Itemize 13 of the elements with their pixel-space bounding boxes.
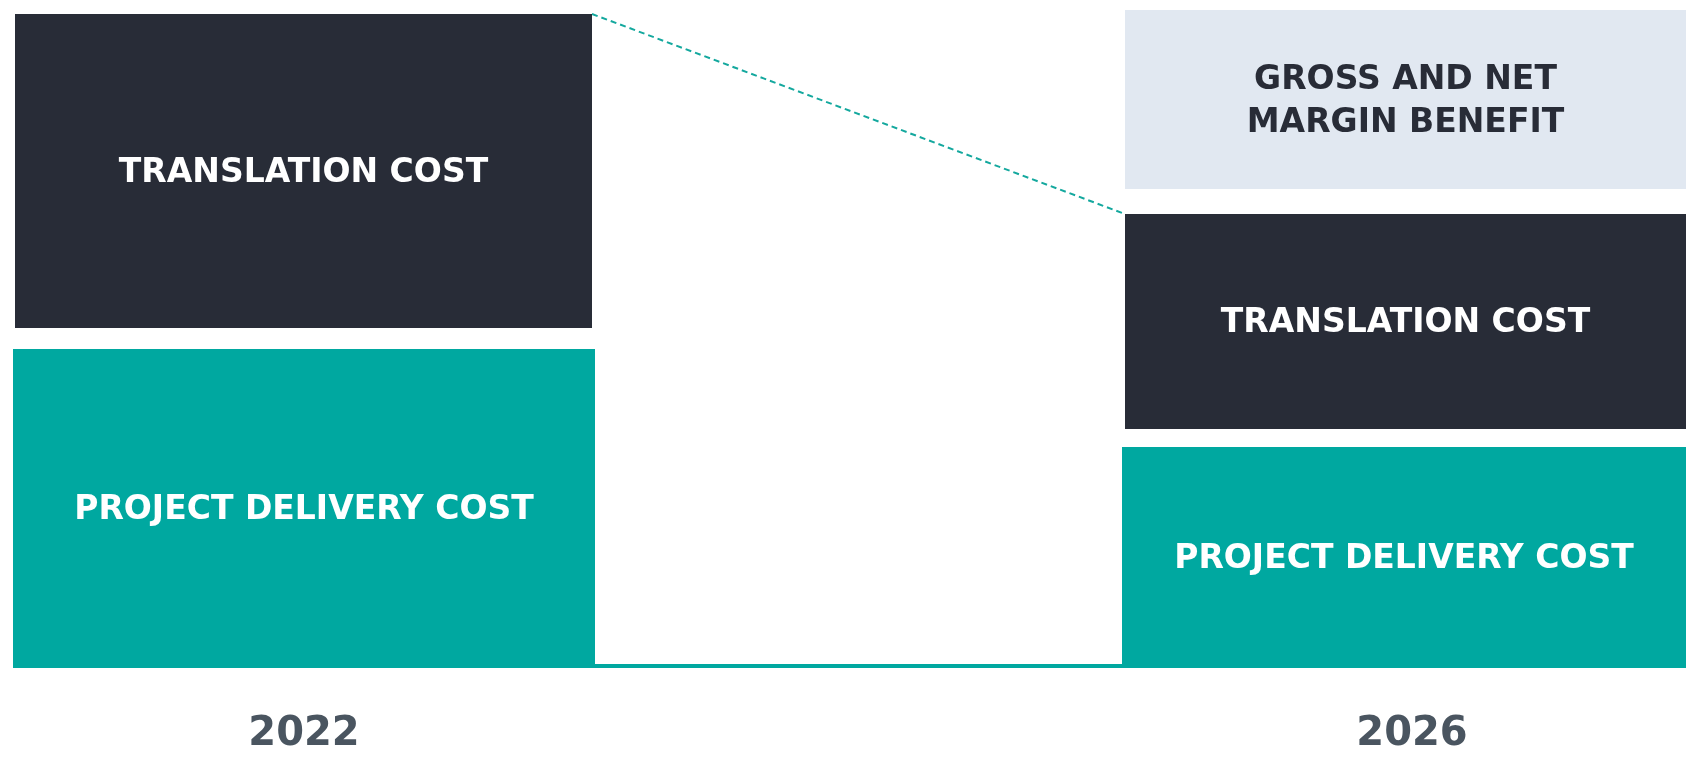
benefit-bar-segment [1125, 10, 1686, 189]
cost-bar-segment [1125, 214, 1686, 429]
bar-label: TRANSLATION COST [118, 149, 489, 192]
year-label: 2026 [1356, 708, 1468, 754]
cost-bar-segment [13, 349, 595, 668]
bar-label: TRANSLATION COST [1220, 300, 1591, 343]
baseline [595, 664, 1122, 668]
bar-label: GROSS AND NET MARGIN BENEFIT [1245, 56, 1566, 142]
cost-bar-segment [15, 14, 592, 328]
bar-label: PROJECT DELIVERY COST [74, 487, 534, 530]
bar-label: PROJECT DELIVERY COST [1174, 536, 1634, 579]
cost-bar-segment [1122, 447, 1686, 668]
year-label: 2022 [248, 708, 360, 754]
